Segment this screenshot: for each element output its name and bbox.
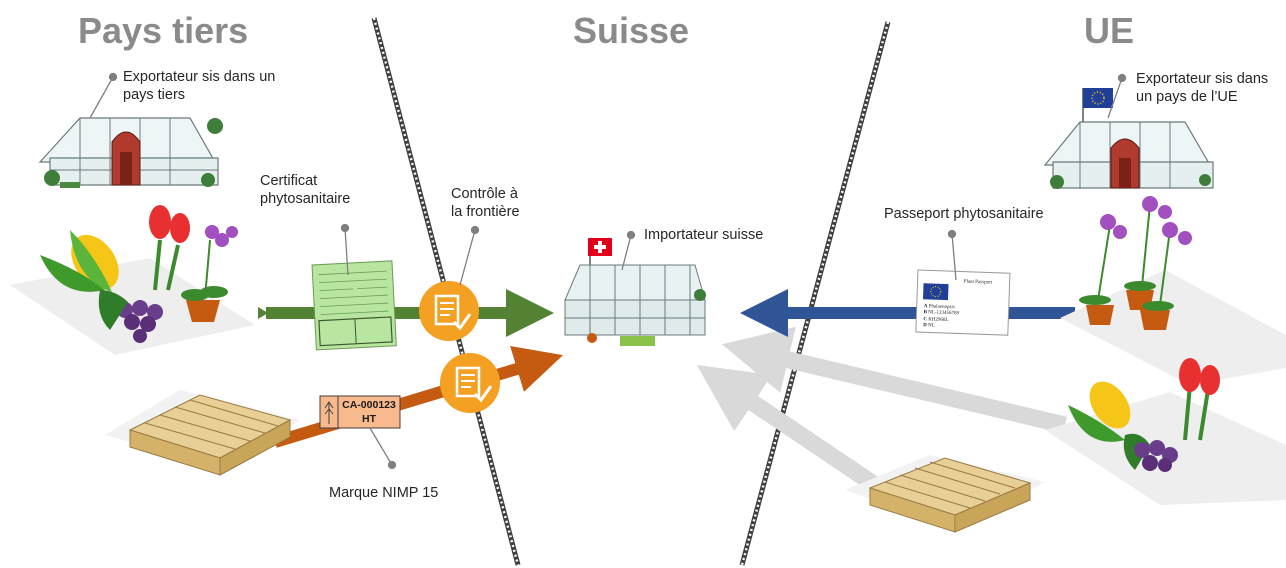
region-title-eu: UE (1084, 10, 1135, 51)
eu-flag-icon (1083, 88, 1113, 108)
arrow-pallet-orange (273, 345, 563, 448)
region-title-switzerland: Suisse (573, 10, 690, 51)
swiss-importer-greenhouse-icon (564, 238, 706, 346)
label-importer: Importateur suisse (644, 227, 764, 243)
label-ispm-mark: Marque NIMP 15 (329, 485, 439, 501)
greenhouse-eu-icon (1043, 88, 1214, 189)
plants-third-country-icon (10, 205, 255, 355)
plants-eu-icon (1045, 358, 1286, 505)
arrow-eu-pallet-gray (696, 365, 880, 493)
region-title-third-country: Pays tiers (78, 10, 249, 51)
border-control-check-icon (419, 281, 479, 341)
ispm15-stamp (319, 395, 401, 429)
label-plant-passport: Passeport phytosanitaire (884, 206, 1044, 222)
ispm-stamp-treatment: HT (362, 413, 376, 425)
label-border-control: Contrôle à la frontière (451, 186, 520, 220)
label-exporter-third-country: Exportateur sis dans un pays tiers (123, 69, 276, 103)
border-control-check-icon-pallet (440, 353, 500, 413)
phytosanitary-certificate-icon (311, 260, 397, 351)
label-certificate: Certificat phytosanitaire (260, 173, 351, 207)
ispm-stamp-code: CA-000123 (342, 399, 396, 411)
pallet-eu-icon (845, 455, 1045, 533)
greenhouse-third-country-icon (38, 117, 223, 188)
callout-leaders (89, 72, 1127, 470)
plant-passport-card-icon (915, 269, 1011, 336)
plant-passport-card-text: Plant Passport A Phalaenopsis B NL-12345… (923, 279, 993, 329)
plant-passport-card-title: Plant Passport (963, 279, 993, 286)
orchids-eu-icon (1060, 196, 1286, 385)
label-exporter-eu: Exportateur sis dans un pays de l’UE (1136, 71, 1269, 105)
pallet-third-country-icon (105, 390, 300, 476)
border-switzerland-eu (739, 21, 891, 566)
arrow-plants-green (258, 289, 554, 337)
arrow-eu-plants-gray (721, 326, 1067, 434)
